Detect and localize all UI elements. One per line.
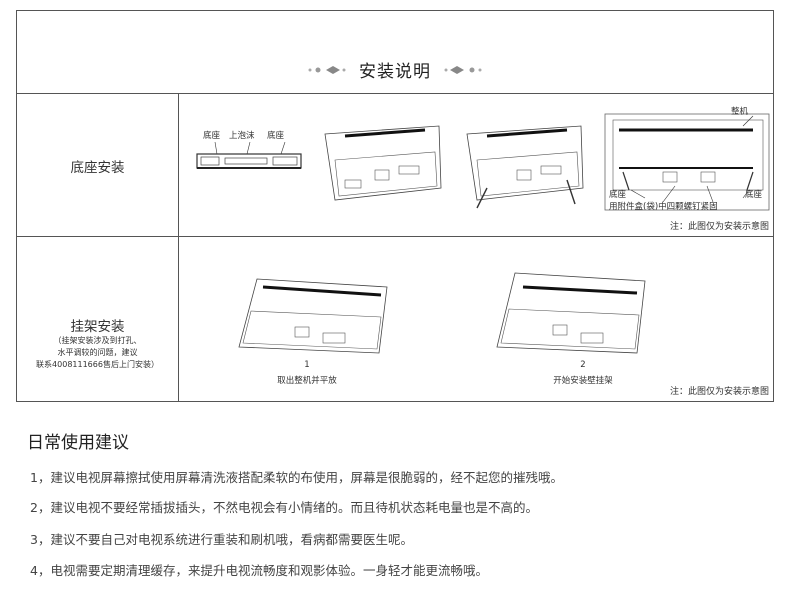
callout-base-right: 底座: [267, 131, 285, 141]
wall-install-sub-note-line: （挂架安装涉及到打孔、: [53, 336, 142, 345]
tv-flat-illustration-1: [238, 278, 388, 354]
wall-install-row: 挂架安装 （挂架安装涉及到打孔、 水平调较的问题，建议 联系4008111666…: [17, 237, 773, 401]
tv-flat-illustration-2: [496, 272, 646, 354]
tv-back-illustration-2: [466, 125, 584, 209]
callout-base-left: 底座: [203, 131, 221, 141]
wall-install-note: 注：此图仅为安装示意图: [669, 387, 769, 397]
base-install-note: 注：此图仅为安装示意图: [669, 222, 769, 232]
base-install-row: 底座安装 底座 上泡沫 底座: [17, 94, 773, 237]
base-install-label: 底座安装: [70, 160, 125, 176]
step-2-text: 开始安装壁挂架: [553, 376, 613, 386]
callout-base-a: 底座: [609, 190, 627, 200]
callout-foam: 上泡沫: [229, 131, 255, 141]
wall-install-sub-note-line: 水平调较的问题，建议: [57, 348, 138, 357]
ornament-right-icon: [444, 65, 482, 74]
wall-install-illustrations: 1 取出整机并平放 2 开始安装壁挂架 注：此图仅为安装示意图: [179, 237, 773, 401]
installation-table: 安装说明 底座安装 底座 上泡沫 底座: [16, 10, 774, 402]
ornament-left-icon: [308, 65, 346, 74]
wall-install-label-cell: 挂架安装 （挂架安装涉及到打孔、 水平调较的问题，建议 联系4008111666…: [17, 237, 179, 401]
section-title: 安装说明: [17, 57, 773, 82]
step-1-text: 取出整机并平放: [277, 376, 337, 386]
base-install-illustrations: 底座 上泡沫 底座: [179, 94, 773, 236]
callout-base-b: 底座: [745, 190, 763, 200]
package-box-illustration: [196, 142, 302, 169]
page-title: 安装说明: [359, 62, 431, 82]
daily-tips-title: 日常使用建议: [27, 433, 129, 453]
tip-item: 4，电视需要定期清理缓存，来提升电视流畅度和观影体验。一身轻才能更流畅哦。: [30, 563, 488, 578]
wall-install-sub-note-line: 联系4008111666售后上门安装）: [36, 360, 159, 369]
step-2-number: 2: [580, 360, 586, 370]
tip-item: 2，建议电视不要经常插拔插头，不然电视会有小情绪的。而且待机状态耗电量也是不高的…: [30, 500, 538, 515]
base-install-label-cell: 底座安装: [17, 94, 179, 236]
callout-whole-unit: 整机: [731, 107, 749, 117]
wall-install-label: 挂架安装: [70, 319, 125, 335]
tip-item: 1，建议电视屏幕擦拭使用屏幕清洗液搭配柔软的布使用，屏幕是很脆弱的，经不起您的摧…: [30, 470, 563, 485]
tip-item: 3，建议不要自己对电视系统进行重装和刷机哦，看病都需要医生呢。: [30, 532, 413, 547]
wall-install-sub-note: （挂架安装涉及到打孔、 水平调较的问题，建议 联系4008111666售后上门安…: [17, 335, 178, 371]
title-row: 安装说明: [17, 11, 773, 94]
callout-screw-note: 用附件盒(袋)中四颗螺钉紧固: [609, 202, 718, 212]
tv-mount-detail-illustration: [604, 113, 770, 211]
tv-back-illustration-1: [324, 125, 442, 201]
step-1-number: 1: [304, 360, 310, 370]
